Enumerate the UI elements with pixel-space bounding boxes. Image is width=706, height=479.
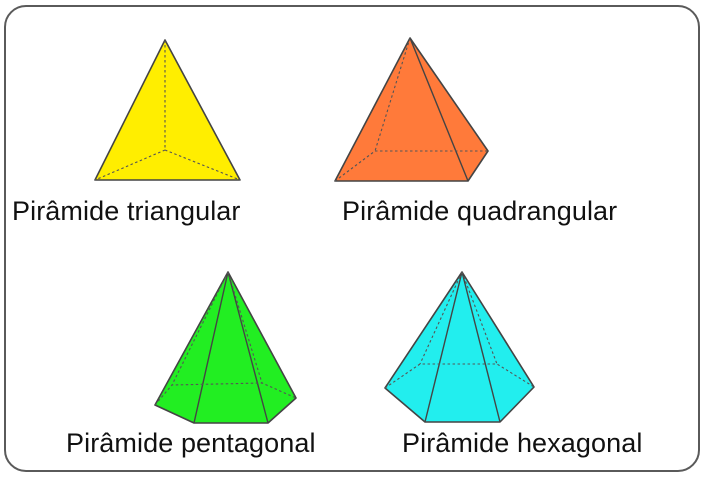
hexagonal-pyramid-body: [384, 271, 535, 423]
label-quadrangular-pyramid: Pirâmide quadrangular: [342, 196, 618, 226]
hexagonal-pyramid: [384, 271, 535, 423]
figure-frame: [4, 5, 700, 472]
triangular-pyramid: [94, 39, 241, 181]
pentagonal-pyramid-body: [154, 271, 297, 424]
quadrangular-pyramid: [334, 37, 489, 182]
label-hexagonal-pyramid: Pirâmide hexagonal: [402, 428, 643, 458]
label-pentagonal-pyramid: Pirâmide pentagonal: [66, 428, 316, 458]
pentagonal-pyramid: [154, 271, 297, 424]
quadrangular-pyramid-body: [334, 37, 489, 182]
triangular-pyramid-body: [94, 39, 241, 181]
label-triangular-pyramid: Pirâmide triangular: [12, 196, 241, 226]
